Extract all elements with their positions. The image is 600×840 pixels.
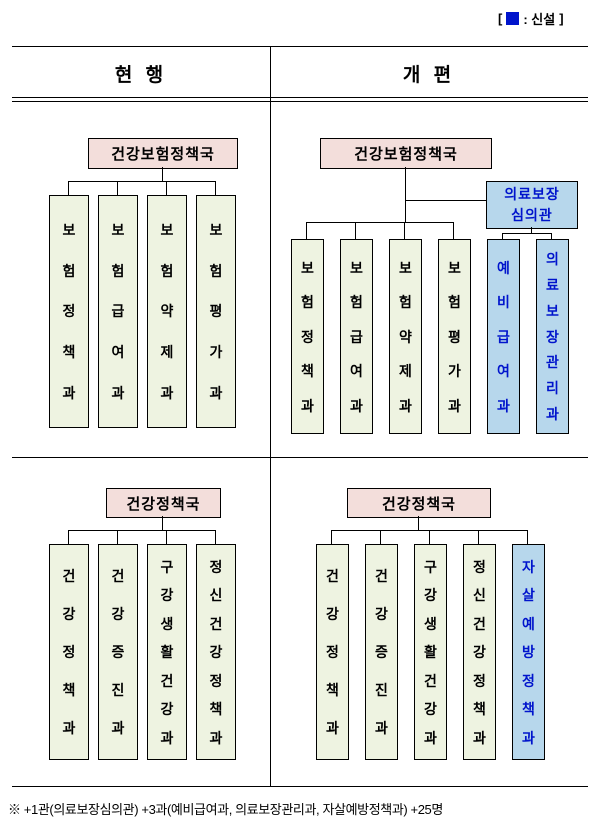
header-current: 현 행 [114,65,168,86]
connector-line [215,181,216,195]
connector-line [429,530,430,544]
legend-label: : 신설 [523,12,556,27]
connector-line [162,516,163,530]
connector-line [117,530,118,544]
bureau-box-top-right: 건강보험정책국 [320,138,492,169]
connector-line [306,222,454,223]
connector-line [405,167,406,222]
connector-line [418,516,419,530]
connector-line [306,222,307,239]
header-double-rule [12,97,588,102]
bureau-label: 건강정책국 [381,495,456,513]
connector-line [478,530,479,544]
bureau-box-top-left: 건강보험정책국 [88,138,238,169]
connector-line [380,530,381,544]
legend: [ : 신설 ] [498,9,564,28]
connector-line [68,530,69,544]
connector-line [551,233,552,239]
column-divider [270,46,271,786]
advisor-box: 의료보장 심의관 [486,181,578,229]
bureau-label: 건강보험정책국 [354,146,458,163]
top-rule [12,46,588,47]
bureau-label: 건강정책국 [126,495,201,513]
bureau-box-bottom-right: 건강정책국 [347,488,491,518]
connector-line [117,181,118,195]
footnote: ※ +1관(의료보장심의관) +3과(예비급여과, 의료보장관리과, 자살예방정… [8,802,443,817]
connector-line [68,530,216,531]
connector-line [405,200,486,201]
connector-line [331,530,332,544]
connector-line [215,530,216,544]
bureau-label: 건강보험정책국 [111,146,215,163]
header-reform: 개 편 [402,65,456,86]
connector-line [166,181,167,195]
connector-line [453,222,454,239]
connector-line [531,227,532,233]
connector-line [355,222,356,239]
connector-line [68,181,216,182]
bottom-rule [12,786,588,787]
section-divider [12,457,588,458]
connector-line [404,222,405,239]
connector-line [527,530,528,544]
connector-line [502,233,503,239]
bureau-box-bottom-left: 건강정책국 [106,488,221,518]
connector-line [166,530,167,544]
legend-bracket-open: [ [498,11,503,26]
legend-new-square [506,12,520,25]
connector-line [162,167,163,181]
connector-line [68,181,69,195]
legend-bracket-close: ] [559,11,564,26]
connector-line [502,233,552,234]
